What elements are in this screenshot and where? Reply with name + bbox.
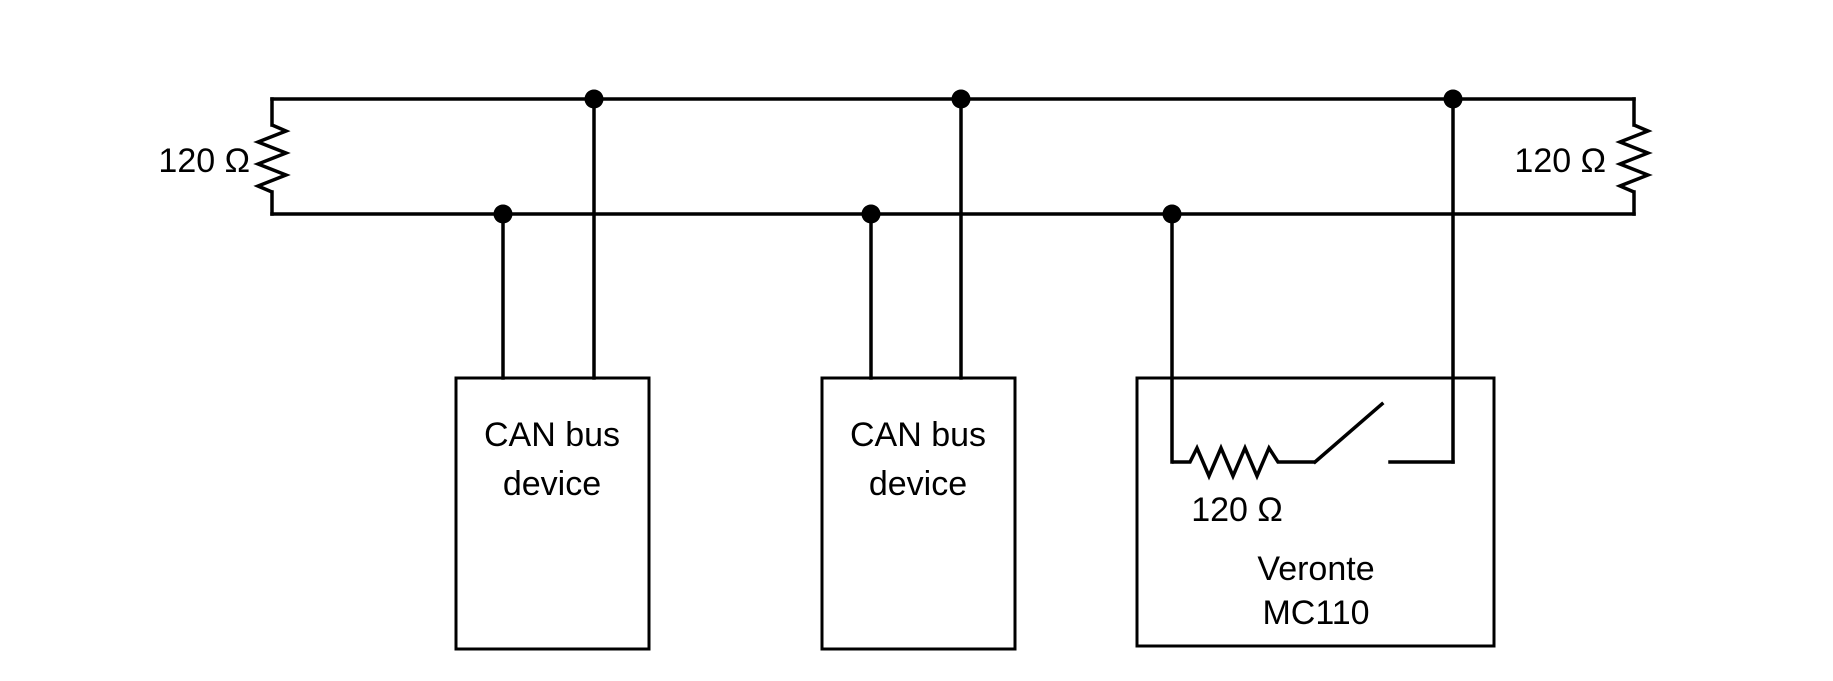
right-termination-resistor xyxy=(1615,123,1653,194)
junction-dot-low-1 xyxy=(493,204,513,224)
can-device-2-box xyxy=(820,376,1017,651)
device-1-label-line2: device xyxy=(503,465,601,503)
device-2-label-line1: CAN bus xyxy=(850,416,986,454)
device-1-label-line1: CAN bus xyxy=(484,416,620,454)
junction-dot-low-3 xyxy=(1162,204,1182,224)
left-termination-resistor xyxy=(253,123,291,194)
veronte-label-line2: MC110 xyxy=(1262,594,1369,632)
device-2-label-line2: device xyxy=(869,465,967,503)
veronte-mc110-box xyxy=(1135,376,1496,648)
junction-dot-high-3 xyxy=(1443,89,1463,109)
veronte-label-line1: Veronte xyxy=(1257,550,1374,588)
internal-termination-resistor xyxy=(1172,443,1315,481)
internal-resistor-label: 120 Ω xyxy=(1191,491,1283,529)
right-terminator-label: 120 Ω xyxy=(1514,142,1606,180)
junction-dot-low-2 xyxy=(861,204,881,224)
can-device-1-box xyxy=(454,376,651,651)
junction-dot-high-2 xyxy=(951,89,971,109)
termination-switch-blade xyxy=(1312,401,1385,465)
left-terminator-label: 120 Ω xyxy=(158,142,250,180)
junction-dot-high-1 xyxy=(584,89,604,109)
